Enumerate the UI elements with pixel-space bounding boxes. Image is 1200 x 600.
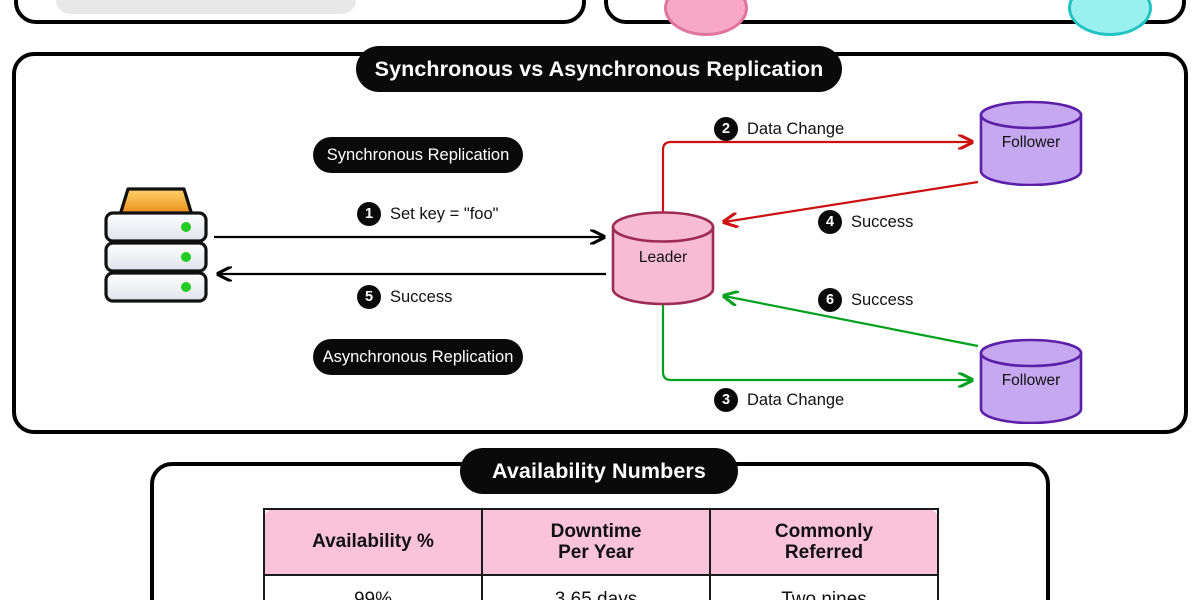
availability-table: Availability % Downtime Per Year Commonl… (263, 508, 939, 600)
step-1-number: 1 (357, 202, 381, 226)
step-6: 6 Success (818, 288, 913, 312)
cell-commonly-referred: Two nines (709, 574, 939, 600)
availability-title-badge: Availability Numbers (460, 448, 738, 494)
gray-placeholder-pill (56, 0, 356, 14)
follower-bottom-node: Follower (978, 338, 1084, 424)
col-head-line: Referred (784, 542, 864, 563)
step-2: 2 Data Change (714, 117, 844, 141)
column-header-downtime: Downtime Per Year (481, 508, 711, 576)
step-3: 3 Data Change (714, 388, 844, 412)
step-5-label: Success (390, 287, 453, 306)
cell-availability: 99% (263, 574, 483, 600)
asynchronous-replication-pill: Asynchronous Replication (313, 339, 523, 375)
column-header-commonly-referred: Commonly Referred (709, 508, 939, 576)
step-4-number: 4 (818, 210, 842, 234)
partial-card-left (14, 0, 586, 24)
col-head-line: Per Year (558, 542, 634, 563)
cell-downtime: 3.65 days (481, 574, 711, 600)
column-header-availability: Availability % (263, 508, 483, 576)
step-5-number: 5 (357, 285, 381, 309)
step-5: 5 Success (357, 285, 452, 309)
step-4-label: Success (851, 212, 914, 231)
client-server-stack-icon (100, 185, 212, 303)
pink-circle-blob (664, 0, 748, 36)
step-3-number: 3 (714, 388, 738, 412)
table-row: 99% 3.65 days Two nines (263, 574, 939, 600)
step-1: 1 Set key = "foo" (357, 202, 498, 226)
step-2-number: 2 (714, 117, 738, 141)
replication-title-badge: Synchronous vs Asynchronous Replication (356, 46, 842, 92)
step-4: 4 Success (818, 210, 913, 234)
step-6-number: 6 (818, 288, 842, 312)
step-6-label: Success (851, 290, 914, 309)
leader-database-node: Leader (610, 210, 716, 306)
col-head-line: Commonly (774, 520, 874, 542)
synchronous-replication-pill: Synchronous Replication (313, 137, 523, 173)
step-3-label: Data Change (747, 390, 845, 409)
follower-top-node: Follower (978, 100, 1084, 186)
step-2-label: Data Change (747, 119, 845, 138)
cyan-circle-blob (1068, 0, 1152, 36)
step-1-label: Set key = "foo" (390, 204, 499, 223)
col-head-line: Availability % (312, 531, 434, 553)
partial-card-right (604, 0, 1186, 36)
col-head-line: Downtime (550, 520, 642, 542)
table-header-row: Availability % Downtime Per Year Commonl… (263, 508, 939, 576)
